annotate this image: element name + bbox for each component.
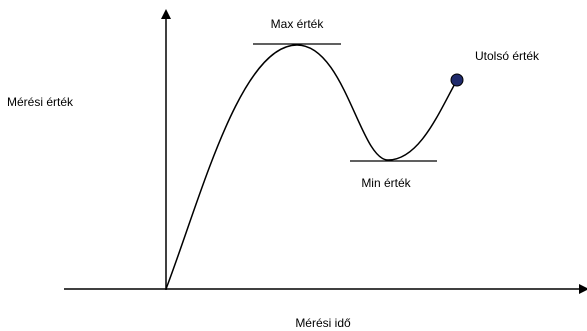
min-label: Min érték <box>361 176 411 190</box>
last-value-point <box>450 73 464 87</box>
last-value-label: Utolsó érték <box>475 49 540 63</box>
x-axis-label: Mérési idő <box>295 316 351 330</box>
max-label: Max érték <box>271 17 325 31</box>
measurement-curve <box>165 44 458 290</box>
y-axis-label: Mérési érték <box>7 95 74 109</box>
